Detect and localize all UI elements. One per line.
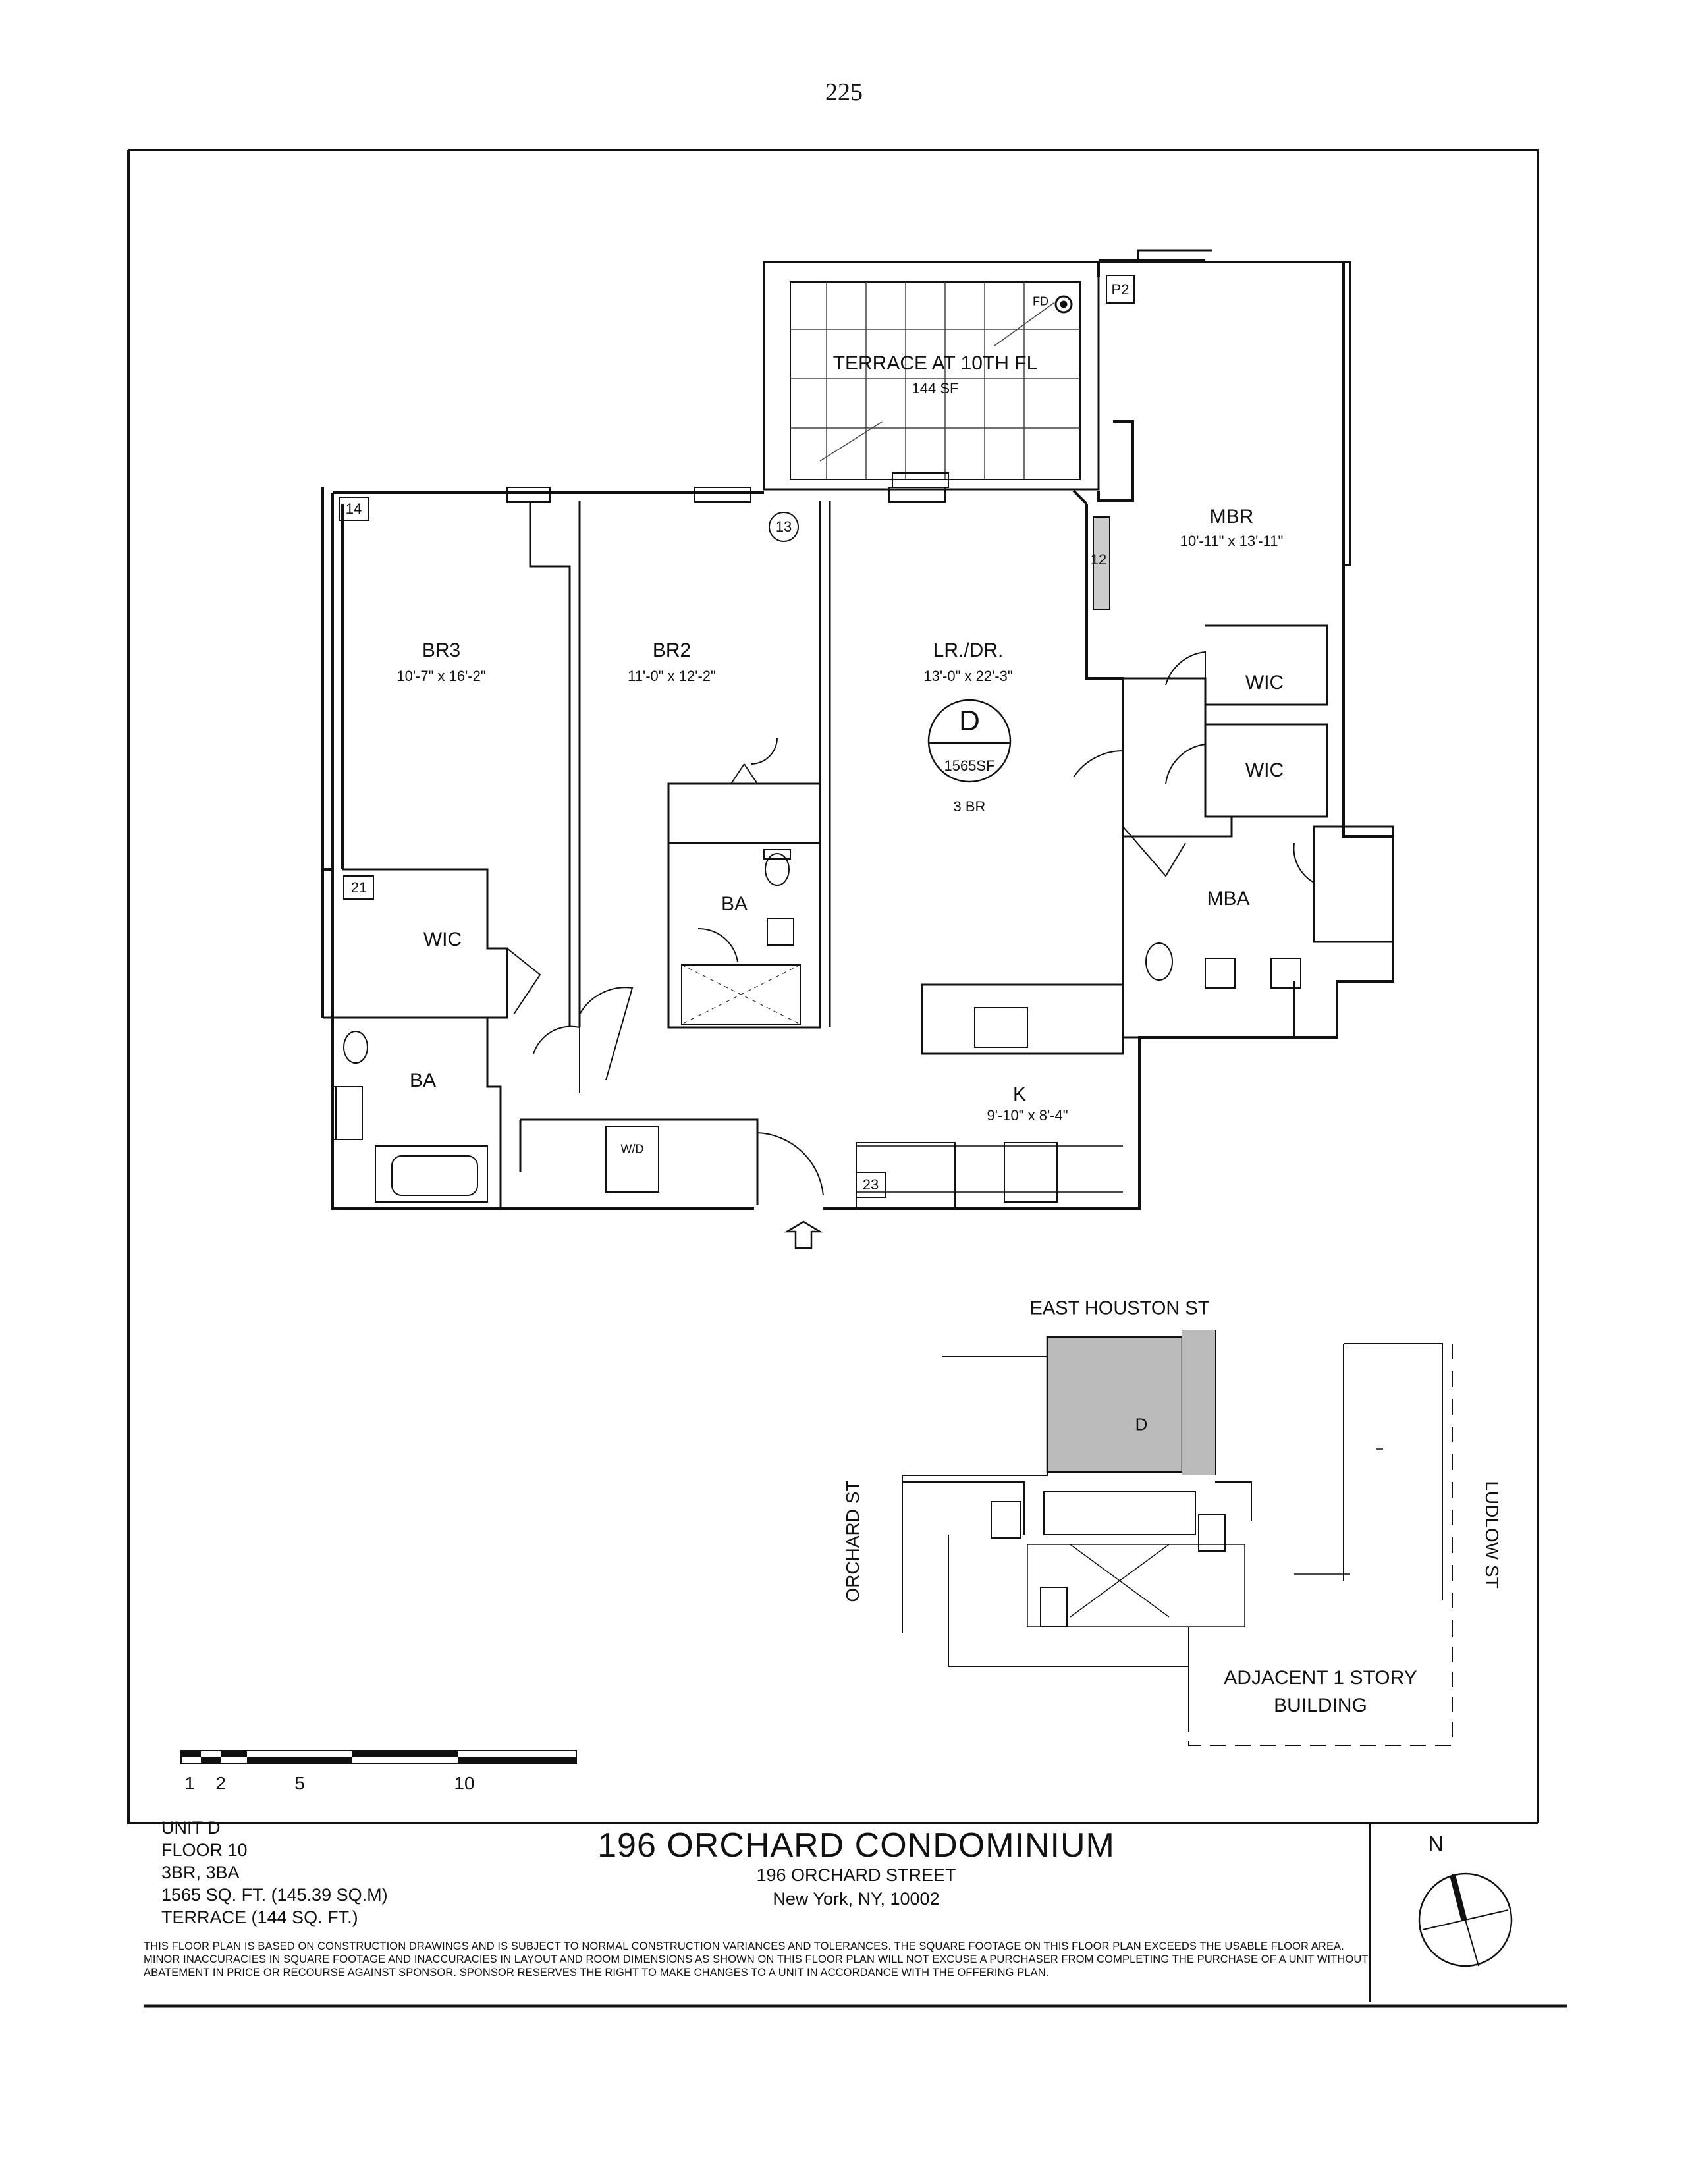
area-label: 1565 SQ. FT. (145.39 SQ.M) <box>161 1885 388 1905</box>
column-tag: 14 <box>345 501 362 517</box>
plumbing-fixtures <box>335 849 1301 1196</box>
scale-label: 2 <box>215 1773 226 1793</box>
scale-label: 1 <box>184 1773 195 1793</box>
br2-name: BR2 <box>652 640 692 661</box>
north-label: N <box>1428 1832 1444 1856</box>
unit-walls <box>321 261 1394 1210</box>
unit-badge-letter: D <box>959 705 980 737</box>
key-plan <box>902 1330 1453 1746</box>
mba-label: MBA <box>1207 888 1250 910</box>
project-street: 196 ORCHARD STREET <box>756 1865 956 1885</box>
unit-badge-area: 1565SF <box>944 757 995 774</box>
wic-upper-label: WIC <box>1245 672 1284 694</box>
mbr-dims: 10'-11" x 13'-11" <box>1180 533 1284 549</box>
column-tag: 13 <box>775 518 792 535</box>
sheet-frame <box>127 149 1567 2008</box>
key-plan-unit-d <box>1046 1336 1184 1473</box>
door-swings <box>506 651 1315 1202</box>
column-tag: 21 <box>350 879 368 896</box>
sink-icon <box>335 1086 363 1140</box>
terrace-area <box>763 249 1212 491</box>
disclaimer: THIS FLOOR PLAN IS BASED ON CONSTRUCTION… <box>144 1940 1369 1979</box>
interior-walls <box>323 501 1394 1209</box>
column-tag: 12 <box>1090 551 1107 568</box>
kitchen-name: K <box>1012 1083 1027 1105</box>
toilet-icon <box>343 1031 368 1064</box>
wic-br3-label: WIC <box>423 929 462 950</box>
floor-drain-label: FD <box>1033 294 1048 308</box>
terrace-info-label: TERRACE (144 SQ. FT.) <box>161 1907 358 1927</box>
rooms-label: 3BR, 3BA <box>161 1863 240 1882</box>
mbr-name: MBR <box>1209 506 1254 528</box>
sink-icon <box>767 918 794 946</box>
entry-arrow-icon <box>784 1220 823 1249</box>
br3-name: BR3 <box>422 640 461 661</box>
scale-label: 10 <box>454 1773 475 1793</box>
sink-icon <box>1205 958 1236 989</box>
key-plan-west-street: ORCHARD ST <box>842 1480 863 1602</box>
floor-label: FLOOR 10 <box>161 1840 248 1860</box>
p2-tag: P2 <box>1111 281 1130 298</box>
lrdr-name: LR./DR. <box>933 640 1004 661</box>
unit-label: UNIT D <box>161 1818 221 1838</box>
key-plan-east-street: LUDLOW ST <box>1482 1481 1502 1589</box>
unit-info: UNIT D FLOOR 10 3BR, 3BA 1565 SQ. FT. (1… <box>161 1816 388 1928</box>
floor-drain-icon <box>1054 295 1073 314</box>
unit-badge <box>927 699 1012 783</box>
north-arrow-icon <box>1418 1872 1513 1967</box>
toilet-icon <box>1145 942 1173 981</box>
scale-bar <box>180 1750 577 1764</box>
page-number: 225 <box>825 78 863 106</box>
ba-br2-label: BA <box>721 893 748 915</box>
project-city: New York, NY, 10002 <box>773 1889 940 1909</box>
br2-dims: 11'-0" x 12'-2" <box>628 668 716 684</box>
column-tag: 23 <box>862 1176 879 1193</box>
windows <box>506 472 1110 610</box>
key-plan-unit-letter: D <box>1135 1414 1148 1434</box>
terrace-area-label: 144 SF <box>912 380 959 396</box>
terrace-label: TERRACE AT 10TH FL <box>832 352 1038 374</box>
toilet-icon <box>765 853 790 886</box>
washer-dryer-label: W/D <box>620 1142 644 1156</box>
key-plan-adjacent-line2: BUILDING <box>1274 1695 1367 1716</box>
scale-label: 5 <box>294 1773 305 1793</box>
br3-dims: 10'-7" x 16'-2" <box>396 668 486 684</box>
lrdr-dims: 13'-0" x 22'-3" <box>923 668 1013 684</box>
unit-badge-bedrooms: 3 BR <box>953 798 986 815</box>
ba-br3-label: BA <box>409 1070 437 1091</box>
project-title: 196 ORCHARD CONDOMINIUM <box>597 1826 1115 1865</box>
sink-icon <box>1270 958 1301 989</box>
wic-lower-label: WIC <box>1245 759 1284 781</box>
column-tags <box>339 497 886 1198</box>
kitchen-dims: 9'-10" x 8'-4" <box>987 1107 1068 1124</box>
key-plan-adjacent-line1: ADJACENT 1 STORY <box>1224 1667 1417 1689</box>
bathtub-icon <box>391 1155 478 1196</box>
key-plan-north-street: EAST HOUSTON ST <box>1029 1297 1210 1319</box>
